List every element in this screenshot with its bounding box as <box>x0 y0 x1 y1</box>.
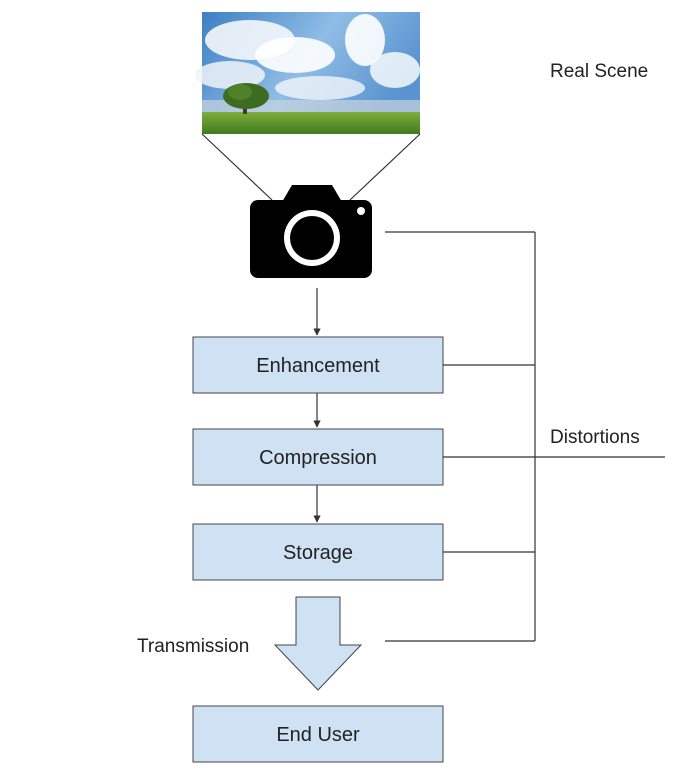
compression-box: Compression <box>192 428 444 486</box>
enhancement-box: Enhancement <box>192 336 444 394</box>
compression-label: Compression <box>259 447 377 469</box>
view-line-left <box>201 133 273 201</box>
down-arrow-icon <box>273 596 363 691</box>
end-user-label: End User <box>276 724 360 746</box>
transmission-label: Transmission <box>137 636 249 657</box>
storage-box: Storage <box>192 523 444 581</box>
distortions-label: Distortions <box>550 427 640 448</box>
distortion-connectors <box>385 231 665 642</box>
real-scene-label: Real Scene <box>550 61 648 82</box>
scene-photo <box>195 12 420 134</box>
camera-icon <box>250 185 372 278</box>
view-line-right <box>349 133 421 201</box>
end-user-box: End User <box>192 705 444 763</box>
storage-label: Storage <box>283 542 353 564</box>
enhancement-label: Enhancement <box>256 355 380 377</box>
